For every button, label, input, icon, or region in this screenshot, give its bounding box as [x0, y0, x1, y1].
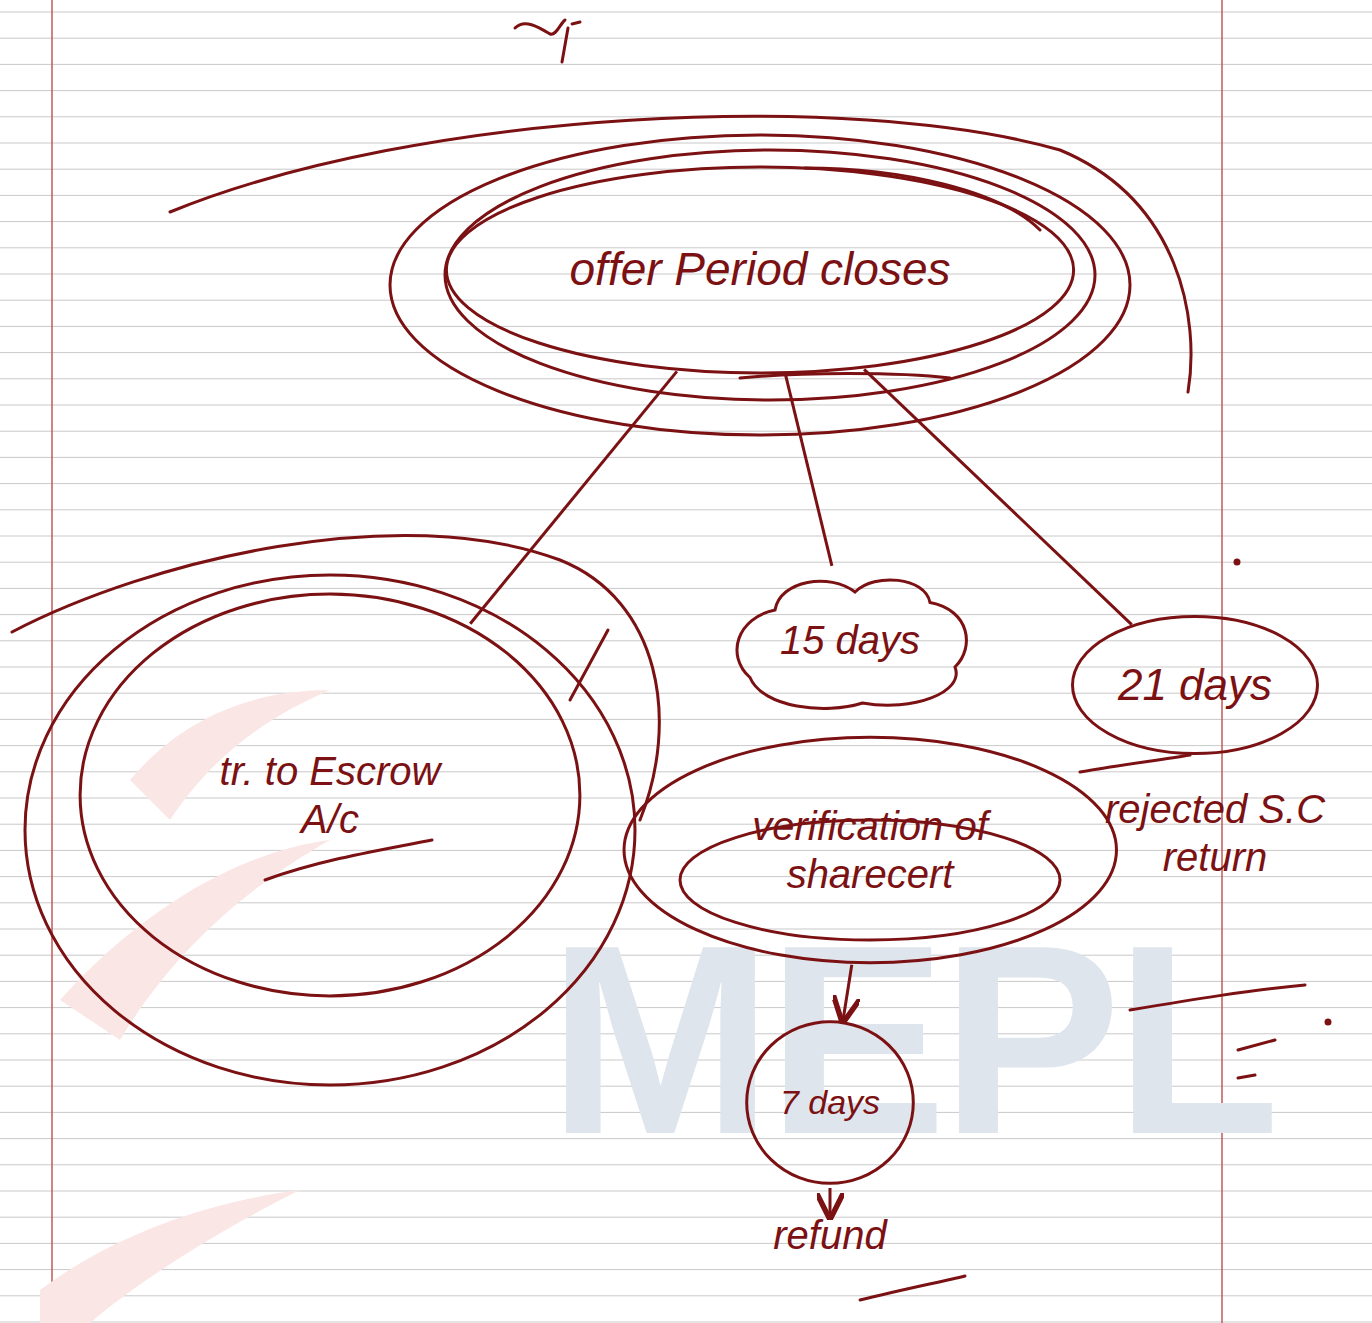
ruled-line — [0, 1191, 1372, 1192]
node-text: 7 days — [780, 1082, 880, 1123]
timeline-circle: 7 days — [745, 1020, 915, 1185]
emphasis-ring — [445, 150, 1095, 400]
underline-stroke — [1080, 755, 1190, 772]
ruled-line — [0, 483, 1372, 484]
ruled-line — [0, 536, 1372, 537]
ruled-line — [0, 457, 1372, 458]
emphasis-ring — [390, 135, 1130, 435]
margin-line — [51, 0, 53, 1323]
ruled-line — [0, 143, 1372, 144]
ruled-line — [0, 352, 1372, 353]
ruled-line — [0, 1269, 1372, 1270]
node-text: 15 days — [780, 616, 920, 664]
ruled-line — [0, 38, 1372, 39]
outline-stroke — [747, 1022, 914, 1184]
underline-stroke — [860, 1276, 965, 1300]
underline-stroke — [1130, 985, 1305, 1010]
central-ellipse: offer Period closes — [440, 165, 1080, 375]
node-outline — [619, 735, 1122, 965]
connector-line — [786, 375, 832, 566]
sweep-arc — [170, 116, 1191, 392]
process-ellipse: verification of sharecert — [619, 735, 1122, 965]
tick-stroke — [1238, 1040, 1275, 1078]
tick-stroke — [570, 630, 608, 700]
ruled-line — [0, 326, 1372, 327]
ruled-line — [0, 509, 1372, 510]
outline-stroke — [1073, 616, 1318, 753]
ruled-line — [0, 221, 1372, 222]
process-ellipse: tr. to Escrow A/c — [75, 590, 585, 1000]
ruled-line — [0, 378, 1372, 379]
result-text: refund — [730, 1211, 930, 1259]
emphasis-ring — [25, 575, 635, 1085]
underline-stroke — [265, 840, 432, 880]
connector-line — [470, 371, 677, 623]
ruled-line — [0, 90, 1372, 91]
dot — [1235, 560, 1239, 564]
node-text: tr. to Escrow A/c — [215, 747, 445, 843]
emphasis-stroke — [805, 168, 1040, 230]
cloud-bubble: 15 days — [725, 565, 975, 715]
scribble-mark — [515, 20, 580, 62]
ruled-lines — [0, 12, 1372, 1322]
ruled-line — [0, 405, 1372, 406]
watermark: MEPL — [548, 905, 1274, 1175]
node-text: 21 days — [1118, 659, 1272, 712]
ruled-line — [0, 195, 1372, 196]
dot — [1326, 1020, 1330, 1024]
outline-stroke — [737, 580, 966, 709]
note-text: rejected S.C return — [1100, 785, 1330, 881]
outline-stroke — [446, 167, 1073, 373]
ruled-line — [0, 1295, 1372, 1296]
ruled-line — [0, 588, 1372, 589]
timeline-circle: 21 days — [1070, 615, 1320, 755]
ruled-line — [0, 12, 1372, 13]
ruled-line — [0, 1243, 1372, 1244]
outline-stroke — [80, 594, 580, 996]
leader-arrow — [829, 1188, 832, 1217]
node-text: verification of sharecert — [705, 802, 1035, 898]
ruled-line — [0, 1322, 1372, 1323]
ruled-line — [0, 64, 1372, 65]
node-outline — [75, 590, 585, 1000]
connector-line — [864, 369, 1132, 624]
ruled-line — [0, 614, 1372, 615]
connector-line — [843, 965, 852, 1021]
ruled-line — [0, 300, 1372, 301]
node-text: offer Period closes — [570, 242, 951, 297]
outline-stroke — [624, 737, 1116, 962]
ruled-line — [0, 640, 1372, 641]
